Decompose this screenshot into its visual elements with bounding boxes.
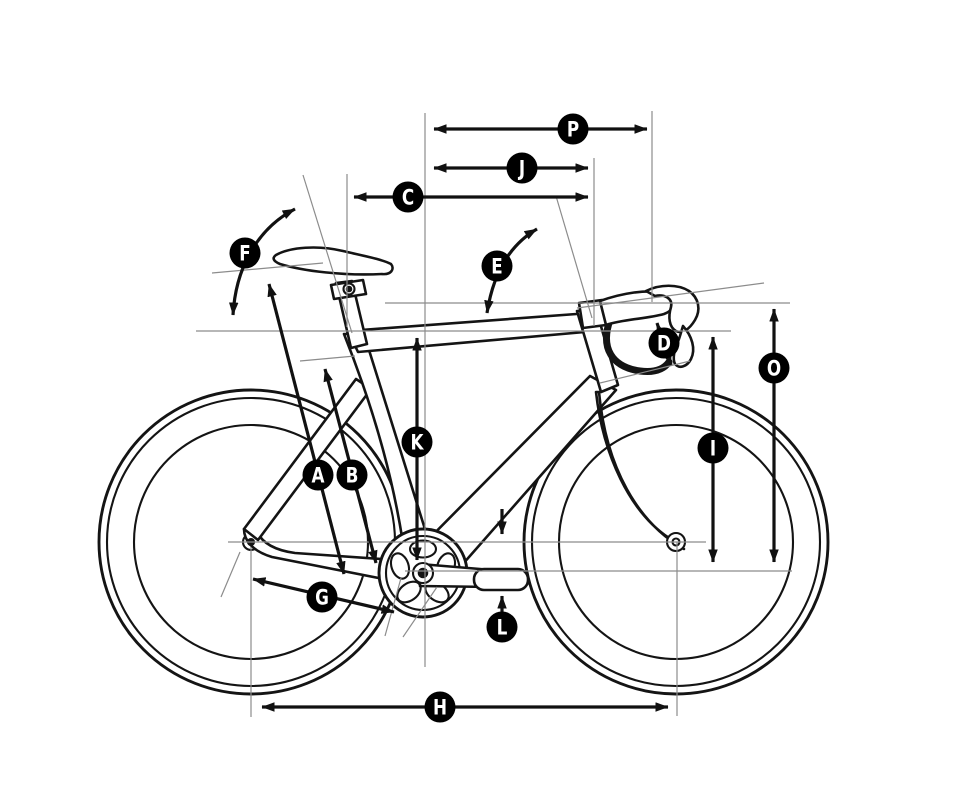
- label-letter: L: [497, 616, 508, 640]
- label-letter: K: [410, 431, 424, 455]
- label-letter: B: [346, 464, 359, 488]
- guide-head-perp-top: [576, 282, 765, 309]
- label-H: H: [424, 691, 456, 723]
- label-letter: A: [311, 464, 324, 488]
- label-badge-circle: [481, 250, 513, 282]
- label-P: P: [557, 113, 589, 145]
- label-F: F: [229, 237, 261, 269]
- bike-illustration: [97, 246, 830, 696]
- label-D: D: [648, 327, 680, 359]
- guide-g-ext-rear: [220, 551, 241, 598]
- label-badge-circle: [506, 152, 538, 184]
- label-badge-circle: [392, 181, 424, 213]
- label-B: B: [336, 459, 368, 491]
- frame: [242, 307, 686, 592]
- guide-lines: [196, 111, 792, 717]
- label-L: L: [486, 611, 518, 643]
- label-letter: H: [433, 696, 447, 720]
- label-badge-circle: [486, 611, 518, 643]
- label-badge-circle: [401, 426, 433, 458]
- label-G: G: [306, 581, 338, 613]
- label-badge-circle: [424, 691, 456, 723]
- label-badge-circle: [648, 327, 680, 359]
- label-J: J: [506, 152, 538, 184]
- guide-head-perp-bottom: [599, 360, 691, 384]
- label-C: C: [392, 181, 424, 213]
- label-letter: J: [517, 157, 525, 181]
- label-K: K: [401, 426, 433, 458]
- label-letter: C: [402, 186, 414, 210]
- label-E: E: [481, 250, 513, 282]
- label-A: A: [302, 459, 334, 491]
- label-letter: E: [491, 255, 502, 279]
- label-I: I: [697, 432, 729, 464]
- label-letter: G: [315, 586, 329, 610]
- brake-lever: [672, 324, 695, 369]
- label-badge-circle: [306, 581, 338, 613]
- guide-bb-ext: [402, 586, 438, 638]
- top-tube: [346, 311, 598, 354]
- label-badge-circle: [302, 459, 334, 491]
- guide-head-axis: [555, 195, 593, 319]
- label-letter: F: [239, 242, 250, 266]
- pedal: [472, 567, 530, 592]
- label-letter: P: [567, 118, 579, 142]
- label-letter: D: [657, 332, 671, 356]
- label-letter: O: [767, 357, 781, 381]
- label-badge-circle: [229, 237, 261, 269]
- seatstay: [242, 377, 373, 542]
- label-badge-circle: [557, 113, 589, 145]
- label-letter: I: [710, 437, 716, 461]
- guide-seatclamp-ext: [299, 355, 356, 362]
- fork: [594, 390, 686, 551]
- crankset: [377, 527, 530, 619]
- label-badge-circle: [336, 459, 368, 491]
- measurement-arrows: [228, 124, 779, 712]
- label-badge-circle: [697, 432, 729, 464]
- label-badge-circle: [758, 352, 790, 384]
- label-O: O: [758, 352, 790, 384]
